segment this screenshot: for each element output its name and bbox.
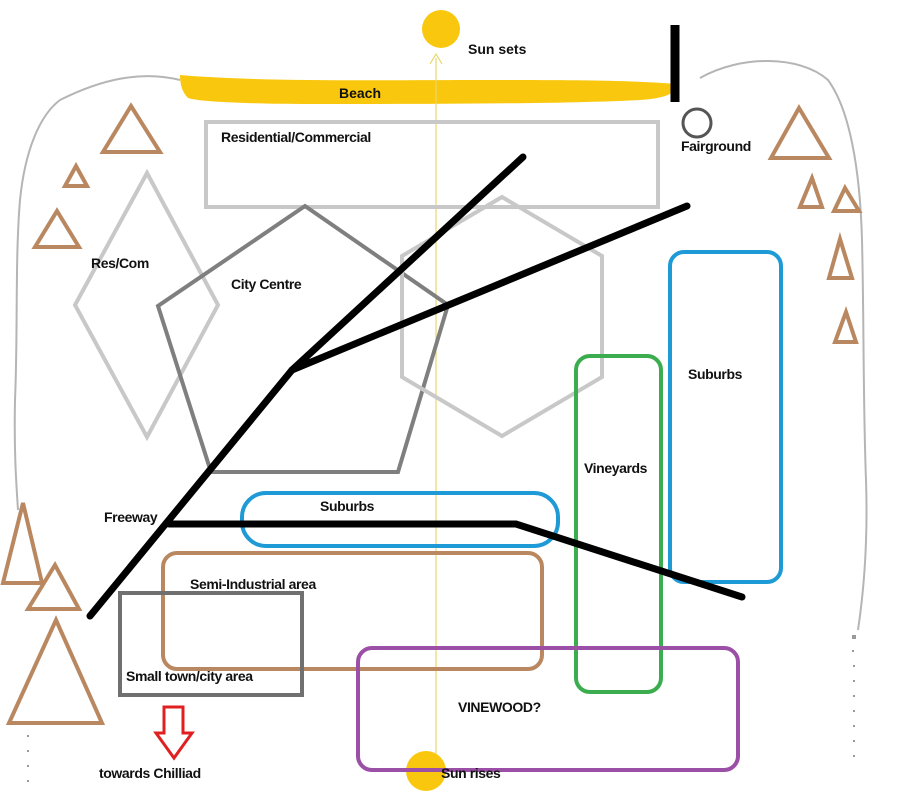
mountain-icon	[826, 231, 855, 280]
towards-chilliad-label: towards Chilliad	[99, 765, 201, 781]
suburbs-east-label: Suburbs	[688, 366, 743, 382]
hexagon-zone	[400, 194, 604, 439]
mountain-icon	[767, 104, 833, 160]
suburbs-central-zone	[240, 491, 560, 548]
vinewood-zone	[356, 646, 740, 772]
mountain-icon-group	[0, 102, 863, 725]
mountain-icon	[830, 183, 863, 213]
vineyards-zone	[574, 354, 663, 694]
city-centre-zone	[155, 203, 451, 474]
res-com-label: Res/Com	[91, 255, 149, 271]
vineyards-label: Vineyards	[584, 460, 648, 476]
mountain-icon	[797, 172, 825, 209]
mountain-icon	[61, 161, 91, 188]
coastline-outline-east	[699, 60, 868, 631]
residential-commercial-zone	[204, 120, 660, 209]
coastline-dots-east	[852, 635, 856, 757]
sun-path-arrowhead	[429, 52, 443, 65]
sun-sets-label: Sun sets	[468, 41, 527, 57]
coastline-dots-west	[27, 735, 29, 782]
coastline-outline	[13, 75, 181, 511]
down-arrow-icon	[153, 705, 195, 761]
city-centre-label: City Centre	[231, 276, 302, 292]
mountain-icon	[31, 207, 83, 249]
beach-strip	[180, 75, 676, 104]
beach-label: Beach	[339, 85, 381, 101]
suburbs-central-label: Suburbs	[320, 498, 375, 514]
semi-industrial-zone	[161, 551, 544, 671]
mountain-icon	[832, 305, 859, 344]
fairground-circle-icon	[681, 107, 713, 139]
freeway-south-branch	[165, 520, 746, 601]
freeway-label: Freeway	[104, 509, 158, 525]
freeway-east-branch	[288, 202, 691, 374]
small-town-label: Small town/city area	[126, 668, 253, 684]
sun-rises-label: Sun rises	[441, 765, 501, 781]
mountain-icon	[99, 102, 164, 154]
semi-industrial-label: Semi-Industrial area	[190, 576, 316, 592]
sun-icon	[422, 10, 460, 48]
freeway-roads	[86, 153, 746, 620]
mountain-icon	[24, 561, 83, 611]
suburbs-east-zone	[668, 250, 783, 584]
res-com-zone	[72, 168, 221, 442]
mountain-icon	[5, 615, 106, 725]
fairground-label: Fairground	[681, 138, 751, 154]
small-town-zone	[118, 591, 304, 697]
mountain-icon	[0, 502, 45, 585]
vinewood-label: VINEWOOD?	[458, 699, 541, 715]
residential-commercial-label: Residential/Commercial	[221, 129, 371, 145]
